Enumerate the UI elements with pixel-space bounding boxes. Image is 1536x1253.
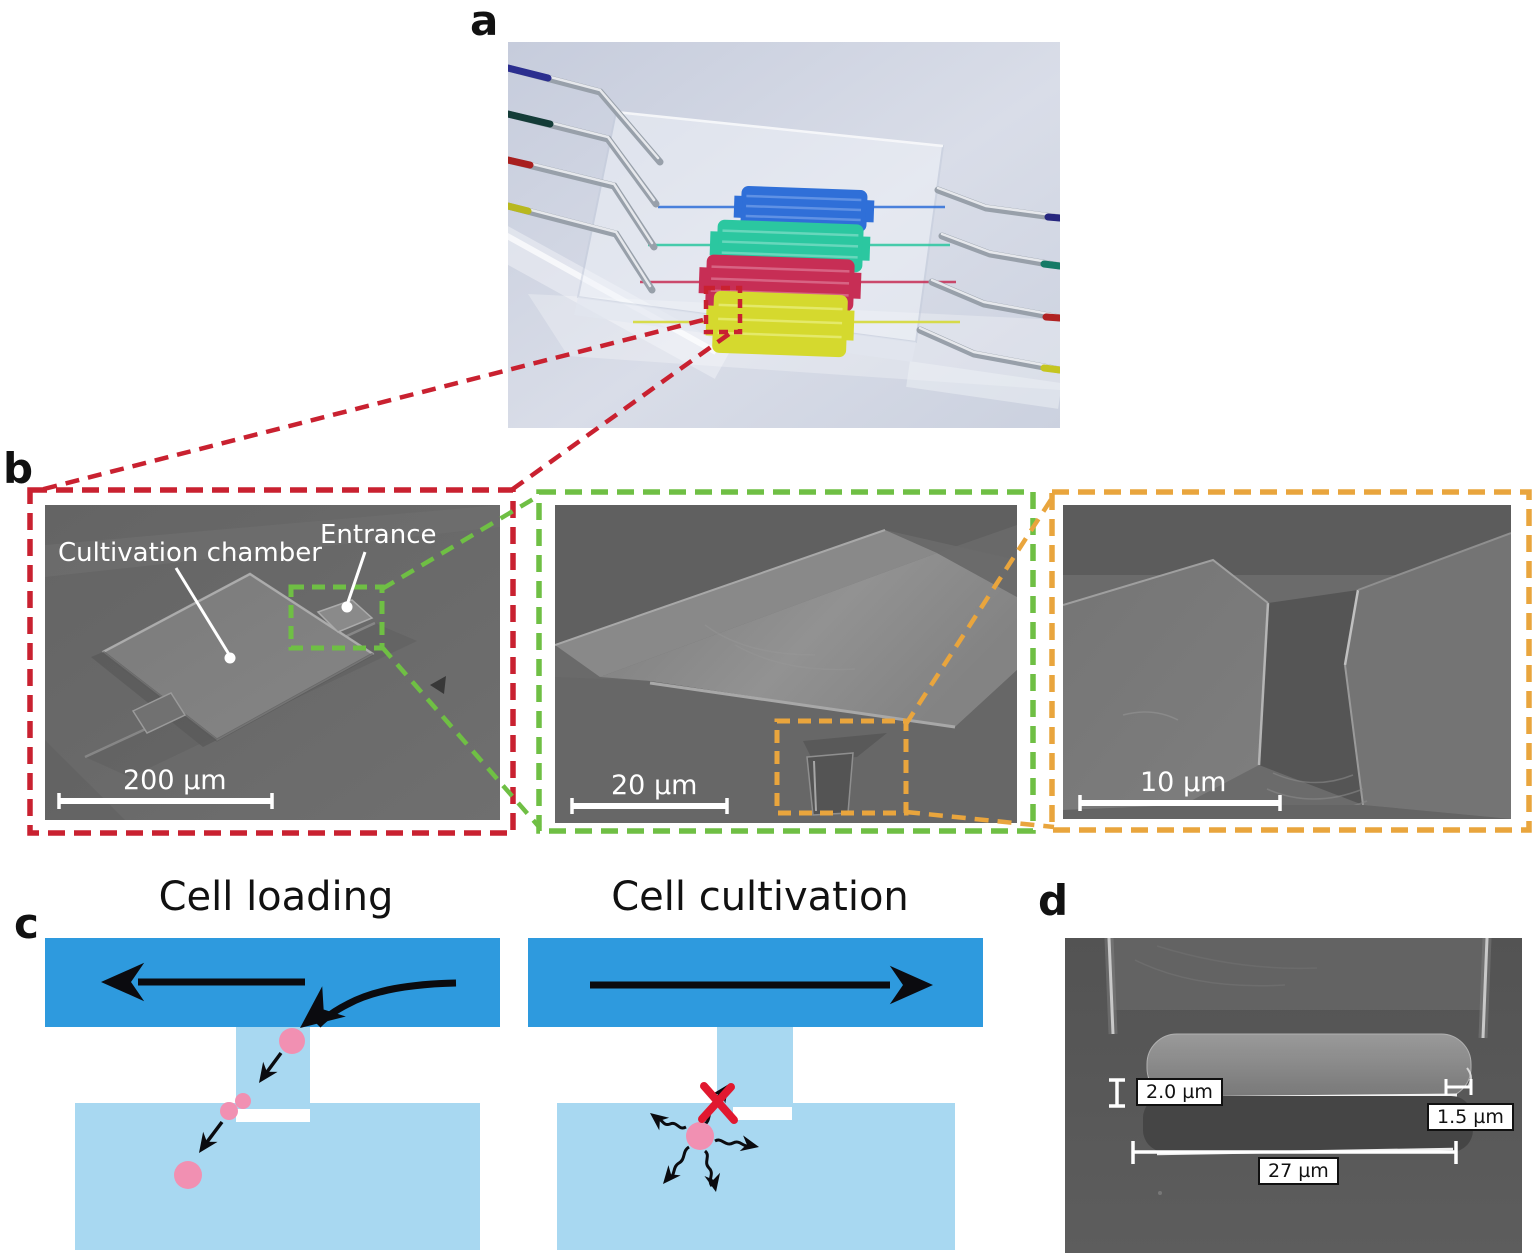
cell: [220, 1102, 238, 1120]
panel-letter-d: d: [1038, 876, 1069, 925]
diffusion-arrow-head: [645, 1106, 670, 1131]
cultivation-flow-arrow-head: [889, 965, 933, 1005]
diffusion-arrow-head: [704, 1172, 724, 1194]
cultivation-entrance-channel: [717, 1027, 793, 1108]
needle-left-2: [508, 110, 660, 208]
cell: [686, 1122, 714, 1150]
cultivation-slit-barrier: [733, 1107, 792, 1120]
needle-left-3: [508, 156, 658, 251]
needle-right-1: [934, 186, 1060, 222]
entrance-label: Entrance: [320, 520, 437, 550]
loading-inflow-arrow: [315, 979, 457, 1028]
diffusion-arrow: [703, 1149, 714, 1187]
cell: [174, 1161, 202, 1189]
diffusion-arrow: [668, 1145, 690, 1181]
sem-measurement-image: [1065, 938, 1522, 1253]
measurement-label-gap: 1.5 µm: [1427, 1103, 1514, 1131]
loading-slit-barrier: [236, 1109, 310, 1122]
needle-right-2: [938, 232, 1060, 270]
cell-cultivation-title: Cell cultivation: [611, 874, 909, 920]
loading-flow-arrow-head: [101, 962, 145, 1002]
panel-letter-b: b: [3, 444, 34, 493]
cultivation-flow-channel: [528, 938, 983, 1027]
panel-letter-c: c: [14, 899, 39, 948]
measurement-label-width: 27 µm: [1258, 1157, 1339, 1185]
loading-entrance-channel: [236, 1027, 310, 1108]
cell-loading-schematic: [45, 938, 500, 1250]
chip-top-highlight: [615, 110, 944, 148]
diffusion-arrow: [654, 1117, 687, 1130]
diffusion-arrow-head: [739, 1135, 761, 1155]
cultivation-chamber: [557, 1103, 955, 1250]
semd-channel-mouth: [1107, 938, 1489, 1010]
loading-cell-path-head-2: [191, 1131, 218, 1159]
cell-cultivation-schematic: [528, 938, 983, 1250]
loading-inflow-arrow-head: [288, 986, 346, 1044]
loading-cell-path-arrow-1: [262, 1051, 283, 1078]
loading-cell-path-head-1: [251, 1061, 278, 1089]
cultivation-chamber-label: Cultivation chamber: [58, 538, 322, 568]
scale-bar-10um-label: 10 µm: [1140, 767, 1227, 798]
blocked-x-icon: [698, 1082, 738, 1124]
glass-capillary-right: [906, 361, 1060, 409]
loading-cell-path-arrow-2: [202, 1120, 224, 1148]
loading-flow-channel: [45, 938, 500, 1027]
diffusion-arrow-head: [712, 1079, 736, 1104]
cell: [235, 1093, 251, 1109]
scale-bar-200um-label: 200 µm: [123, 765, 227, 796]
cell-loading-title: Cell loading: [158, 874, 394, 920]
panel-a-photo: [508, 42, 1060, 428]
diffusion-arrow: [704, 1088, 724, 1126]
channel-block-blue: [733, 186, 875, 232]
diffusion-arrow: [714, 1138, 752, 1148]
panel-letter-a: a: [470, 0, 499, 45]
loading-chamber: [75, 1103, 480, 1250]
sem-close-image: [1063, 505, 1511, 819]
needle-left-1: [508, 64, 664, 166]
semd-undercut: [1143, 1096, 1473, 1152]
scale-bar-20um-label: 20 µm: [611, 770, 698, 801]
needle-left-4: [508, 202, 656, 294]
measurement-label-depth: 2.0 µm: [1136, 1078, 1223, 1106]
needle-right-3: [928, 278, 1060, 322]
diffusion-arrow-head: [656, 1165, 681, 1190]
cell: [279, 1028, 305, 1054]
needle-right-4: [916, 326, 1060, 374]
channel-block-yellow: [705, 290, 855, 358]
